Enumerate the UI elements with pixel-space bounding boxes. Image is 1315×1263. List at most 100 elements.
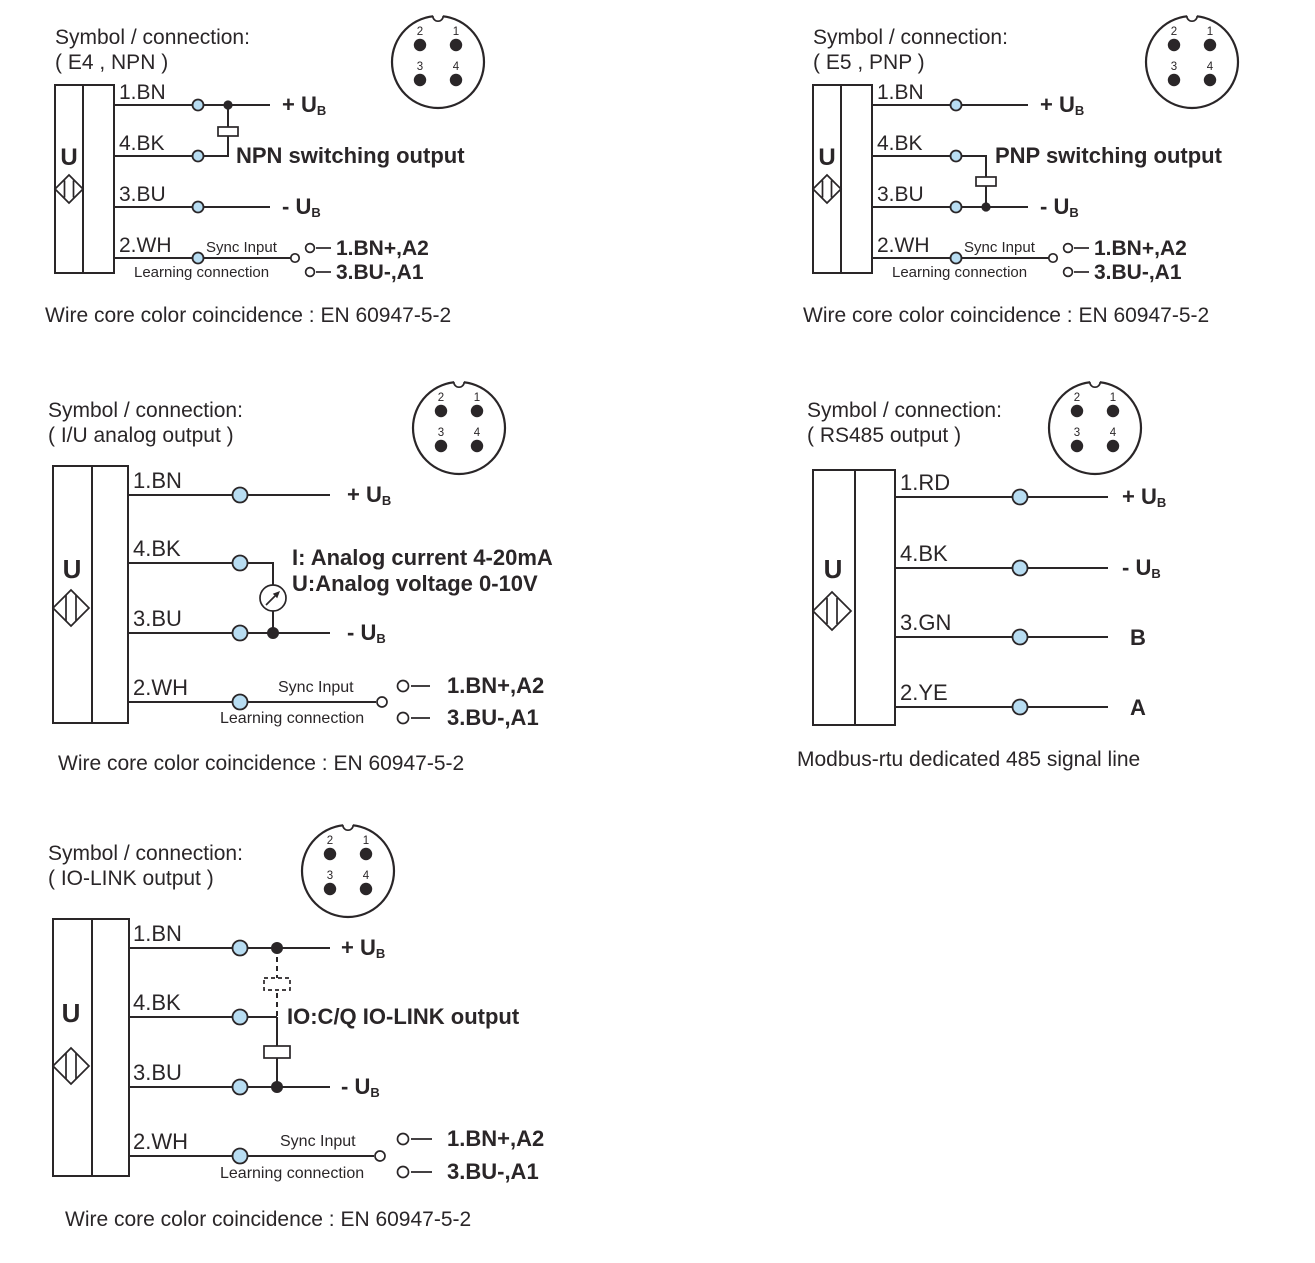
meter-needle-arrow — [272, 591, 280, 599]
terminal-circle-top — [396, 1132, 410, 1146]
terminal-label-top: 1.BN+,A2 — [447, 673, 544, 698]
supply-subscript: B — [1157, 495, 1166, 510]
m12-connector: 2 1 3 4 — [1144, 11, 1240, 110]
learning-connection-label: Learning connection — [220, 710, 364, 727]
wire-pin-3gn — [1011, 628, 1029, 646]
connector-pin-4-number: 4 — [1207, 61, 1214, 73]
supply-plus-text: + U — [347, 482, 382, 507]
terminal-label-top: 1.BN+,A2 — [1094, 237, 1187, 260]
connector-notch — [1088, 381, 1102, 388]
supply-plus-text: + U — [282, 92, 317, 117]
supply-subscript: B — [376, 946, 385, 961]
connector-pin-1 — [359, 847, 373, 861]
connector-pin-2 — [323, 847, 337, 861]
supply-minus-label: - UB — [347, 620, 386, 646]
supply-plus-text: + U — [1040, 92, 1075, 117]
sensor-body — [812, 84, 873, 274]
connector-notch-mask — [1090, 377, 1100, 387]
wire-label-2wh: 2.WH — [119, 234, 172, 257]
wire-label-2wh: 2.WH — [133, 675, 188, 700]
wire-label-4bk: 4.BK — [133, 990, 181, 1015]
connector-pin-4 — [1203, 73, 1217, 87]
supply-subscript: B — [370, 1085, 379, 1100]
diagram-subtitle: ( RS485 output ) — [807, 424, 961, 447]
connector-pin-4-number: 4 — [1110, 427, 1117, 439]
output-label: IO:C/Q IO-LINK output — [287, 1004, 520, 1029]
wire-pin-3bu — [949, 200, 963, 214]
supply-plus-text: + U — [1122, 484, 1157, 509]
sensor-letter: U — [824, 554, 843, 584]
diagram-title: Symbol / connection: — [48, 842, 243, 865]
meter-needle — [265, 595, 276, 606]
terminal-circle-bottom — [1062, 266, 1074, 278]
junction-dot — [267, 627, 279, 639]
wire-label-1bn: 1.BN — [877, 81, 924, 104]
sensor-letter: U — [63, 554, 82, 584]
diagram-caption: Wire core color coincidence : EN 60947-5… — [58, 752, 464, 775]
connector-pin-2 — [413, 38, 427, 52]
connector-pin-1-number: 1 — [453, 26, 459, 38]
connector-pin-4-number: 4 — [363, 870, 370, 882]
diagram-caption: Wire core color coincidence : EN 60947-5… — [803, 304, 1209, 327]
terminal-circle-bottom — [304, 266, 316, 278]
signal-b-label: B — [1130, 625, 1146, 650]
wires — [128, 494, 376, 703]
connector-pin-3 — [323, 882, 337, 896]
connector-pin-2 — [1167, 38, 1181, 52]
supply-plus-text: + U — [341, 935, 376, 960]
terminal-circle-top — [304, 242, 316, 254]
supply-plus-label: + UB — [341, 935, 385, 961]
connector-pin-2 — [434, 404, 448, 418]
wire-label-4bk: 4.BK — [900, 541, 948, 566]
wire-pin-2wh — [231, 1147, 249, 1165]
wire-pin-4bk — [231, 554, 249, 572]
junction-dot — [223, 100, 233, 110]
connector-pin-4 — [1106, 439, 1120, 453]
wire-label-1rd: 1.RD — [900, 470, 950, 495]
connector-pin-1 — [1203, 38, 1217, 52]
terminal-circle-bottom — [396, 711, 410, 725]
connector-pin-3-number: 3 — [438, 427, 444, 439]
wire-pin-2ye — [1011, 698, 1029, 716]
connector-pin-1-number: 1 — [363, 835, 369, 847]
wire-label-2wh: 2.WH — [133, 1129, 188, 1154]
sensor-symbol: U — [811, 469, 896, 726]
wire-label-3bu: 3.BU — [133, 1060, 182, 1085]
wire-pin-4bk — [191, 149, 205, 163]
connector-pin-2-number: 2 — [438, 392, 444, 404]
connector-pin-2-number: 2 — [1171, 26, 1177, 38]
connector-pin-2-number: 2 — [1074, 392, 1080, 404]
connector-pin-3-number: 3 — [327, 870, 333, 882]
connector-pin-4 — [359, 882, 373, 896]
wire-label-1bn: 1.BN — [133, 468, 182, 493]
supply-minus-label: - UB — [1040, 194, 1079, 220]
supply-minus-label: - UB — [282, 194, 321, 220]
connector-notch — [1185, 15, 1199, 22]
wire-pin-1bn — [949, 98, 963, 112]
diagram-subtitle: ( IO-LINK output ) — [48, 867, 214, 890]
wire-label-4bk: 4.BK — [133, 536, 181, 561]
transducer-icon-lines — [65, 1053, 77, 1079]
supply-subscript: B — [376, 631, 385, 646]
connector-pin-3-number: 3 — [1074, 427, 1080, 439]
supply-subscript: B — [1069, 205, 1078, 220]
wire-pin-2wh — [191, 251, 205, 265]
transducer-icon-lines — [63, 180, 75, 198]
wires — [129, 947, 374, 1157]
transducer-icon-lines — [826, 598, 838, 624]
connector-notch — [431, 15, 445, 22]
wire-label-3bu: 3.BU — [119, 183, 166, 206]
supply-minus-text: - U — [341, 1074, 370, 1099]
wire-pin-4bk — [231, 1008, 249, 1026]
diagram-e5-pnp: Symbol / connection: ( E5 , PNP ) 2 1 3 … — [803, 11, 1240, 327]
connector-pin-1 — [470, 404, 484, 418]
m12-connector: 2 1 3 4 — [411, 377, 507, 476]
wires — [895, 496, 1108, 708]
wire-pin-4bk — [1011, 559, 1029, 577]
learning-connection-label: Learning connection — [892, 264, 1027, 281]
wire-label-4bk: 4.BK — [877, 132, 923, 155]
sync-line-end-circle — [1047, 252, 1059, 264]
wire-label-1bn: 1.BN — [133, 921, 182, 946]
wire-label-3bu: 3.BU — [133, 606, 182, 631]
wire-label-3bu: 3.BU — [877, 183, 924, 206]
